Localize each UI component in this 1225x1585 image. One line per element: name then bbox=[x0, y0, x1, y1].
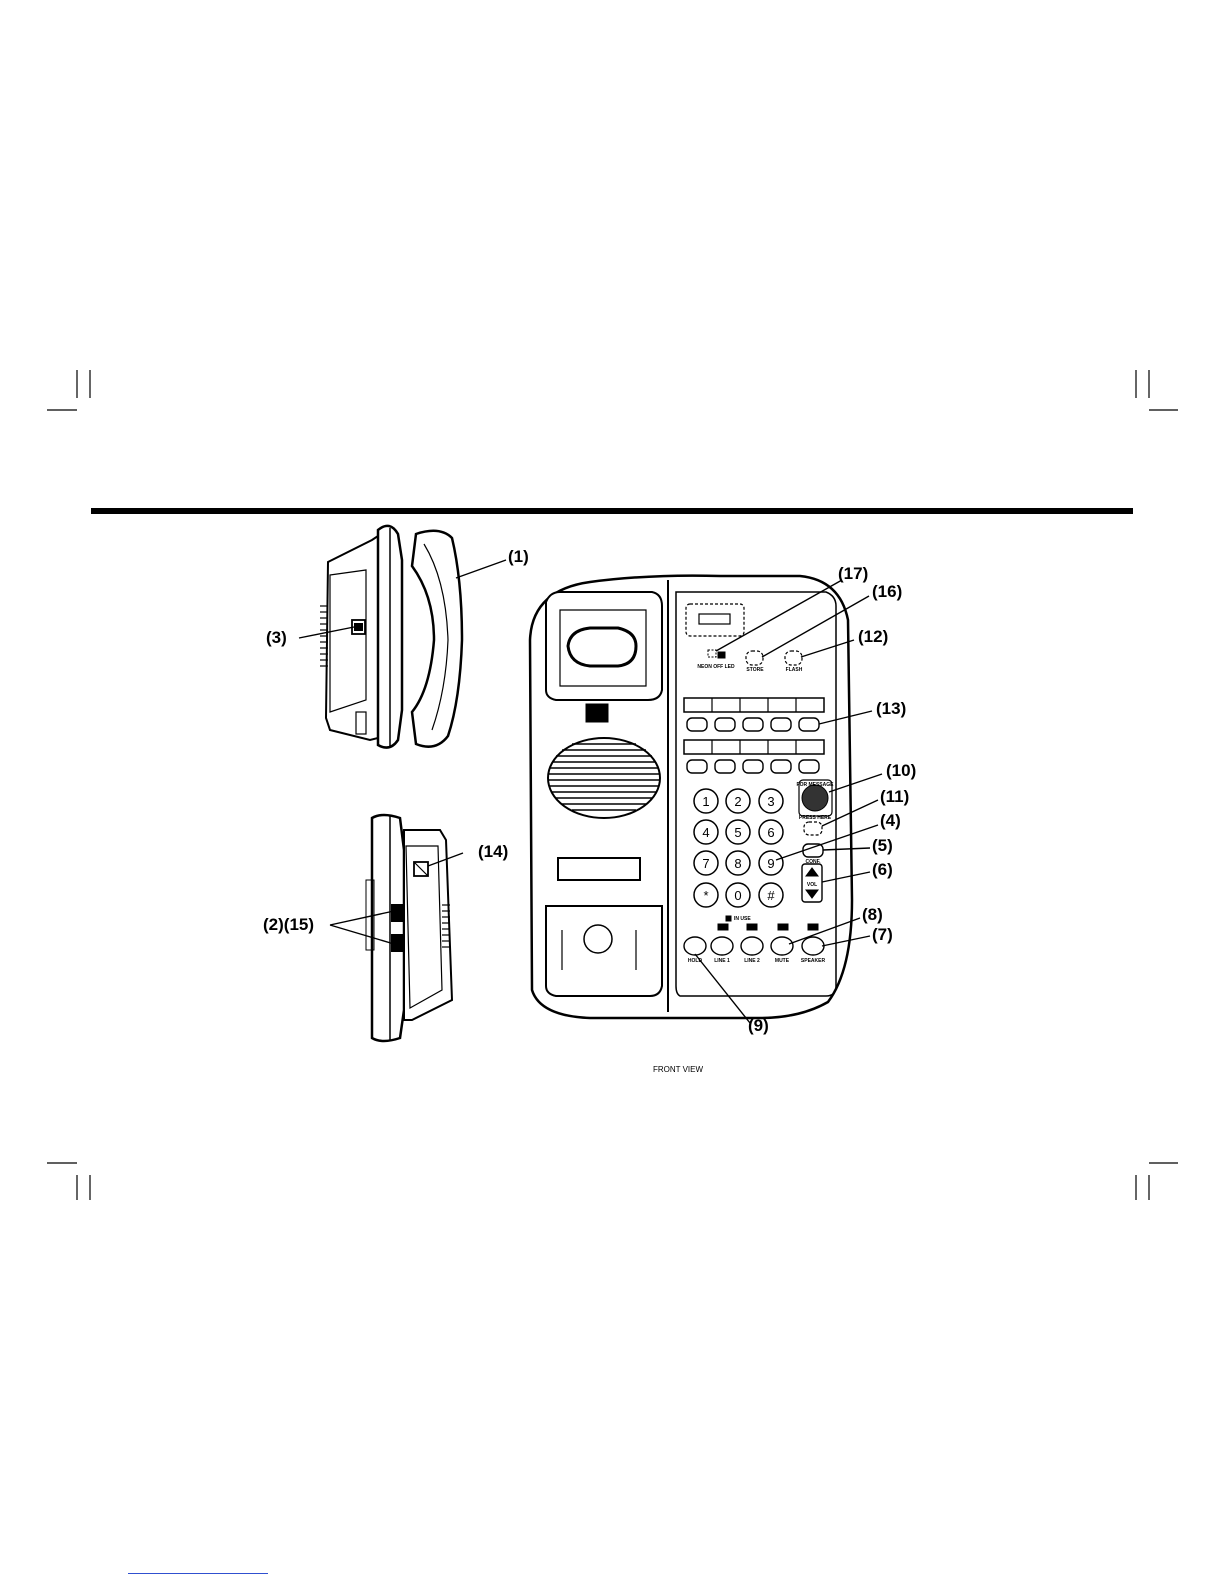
callout-10: (10) bbox=[886, 761, 916, 780]
store-label: STORE bbox=[746, 667, 764, 673]
side-view-bottom bbox=[366, 815, 452, 1041]
keypad-key: * bbox=[703, 888, 708, 903]
line1-label: LINE 1 bbox=[714, 958, 730, 964]
conf-label: CONF. bbox=[806, 859, 822, 865]
callout-11: (11) bbox=[880, 787, 909, 806]
neon-led-label: NEON OFF LED bbox=[697, 664, 735, 670]
callout-2-15: (2)(15) bbox=[263, 915, 314, 934]
keypad-key: 5 bbox=[734, 825, 741, 840]
keypad-key: 8 bbox=[734, 856, 741, 871]
side-view-top bbox=[320, 526, 462, 748]
flash-label: FLASH bbox=[786, 667, 803, 673]
callout-12: (12) bbox=[858, 627, 888, 646]
for-message-label: FOR MESSAGE bbox=[797, 782, 835, 788]
header-rule bbox=[91, 508, 1133, 514]
keypad-key: # bbox=[767, 888, 775, 903]
callout-5: (5) bbox=[872, 836, 893, 855]
line2-label: LINE 2 bbox=[744, 958, 760, 964]
keypad-key: 4 bbox=[702, 825, 709, 840]
callout-6: (6) bbox=[872, 860, 893, 879]
figure-caption: FRONT VIEW bbox=[653, 1065, 704, 1074]
callout-16: (16) bbox=[872, 582, 902, 601]
keypad-key: 7 bbox=[702, 856, 709, 871]
keypad-key: 9 bbox=[767, 856, 774, 871]
keypad-key: 6 bbox=[767, 825, 774, 840]
callout-9: (9) bbox=[748, 1016, 769, 1035]
callout-13: (13) bbox=[876, 699, 906, 718]
press-here-label: PRESS HERE bbox=[799, 815, 832, 821]
keypad-key: 3 bbox=[767, 794, 774, 809]
callout-3: (3) bbox=[266, 628, 287, 647]
callout-7: (7) bbox=[872, 925, 893, 944]
speaker-label: SPEAKER bbox=[801, 958, 826, 964]
front-view bbox=[530, 576, 852, 1018]
callout-17: (17) bbox=[838, 564, 868, 583]
callout-4: (4) bbox=[880, 811, 901, 830]
callout-1: (1) bbox=[508, 547, 529, 566]
callout-14: (14) bbox=[478, 842, 508, 861]
in-use-label: IN USE bbox=[734, 916, 751, 922]
footer-link-underline bbox=[128, 1573, 268, 1574]
mute-label: MUTE bbox=[775, 958, 790, 964]
vol-label: VOL bbox=[807, 882, 817, 888]
callout-8: (8) bbox=[862, 905, 883, 924]
keypad-key: 2 bbox=[734, 794, 741, 809]
keypad-key: 0 bbox=[734, 888, 741, 903]
keypad-key: 1 bbox=[702, 794, 709, 809]
